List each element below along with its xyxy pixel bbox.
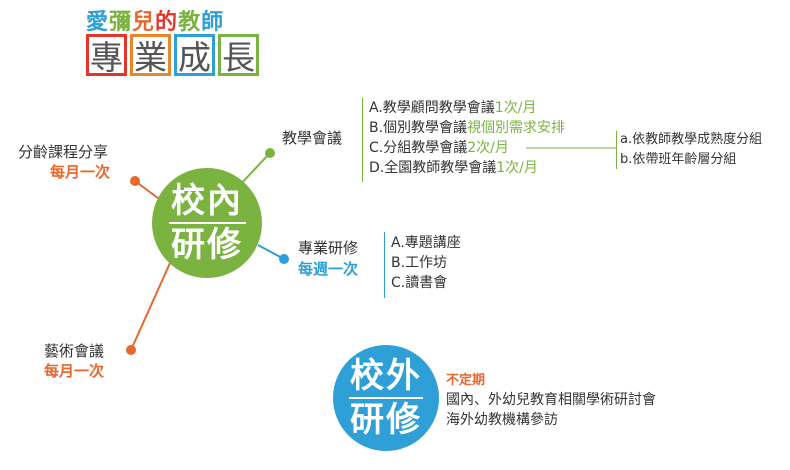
outer-info-item-1: 國內、外幼兒教育相關學術研討會	[446, 392, 656, 408]
art-meeting-label: 藝術會議	[44, 342, 105, 360]
teaching-meeting-item-a: A.教學顧問教學會議1次/月	[369, 100, 537, 116]
teaching-meeting-label: 教學會議	[282, 129, 343, 147]
teaching-meeting-item-d: D.全園教師教學會議1次/月	[369, 160, 538, 176]
age-sharing-freq: 每月一次	[50, 163, 111, 181]
inner-study-circle: 校內 研修	[152, 168, 262, 278]
outer-study-circle: 校外 研修	[333, 345, 439, 451]
outer-info-freq: 不定期	[446, 373, 486, 388]
professional-study-item-b: B.工作坊	[391, 255, 448, 271]
age-sharing-label: 分齡課程分享	[18, 143, 109, 161]
outer-circle-rule	[348, 397, 424, 399]
teaching-meeting-list: A.教學顧問教學會議1次/月 B.個別教學會議視個別需求安排 C.分組教學會議2…	[369, 98, 565, 178]
node-dot-age-sharing	[130, 176, 140, 186]
header-box-3: 成	[174, 34, 215, 77]
professional-study-item-c: C.讀書會	[391, 275, 448, 291]
subgroup-item-a: a.依教師教學成熟度分組	[620, 132, 763, 147]
professional-study-item-a: A.專題講座	[391, 235, 461, 251]
header-box-2: 業	[130, 34, 171, 77]
professional-study-freq: 每週一次	[298, 260, 359, 278]
art-meeting-freq: 每月一次	[44, 362, 105, 380]
node-dot-professional-study	[279, 254, 289, 264]
subgroup-item-b: b.依帶班年齡層分組	[620, 152, 737, 167]
outer-circle-line2: 研修	[350, 400, 422, 440]
teaching-meeting-item-b: B.個別教學會議視個別需求安排	[369, 120, 566, 136]
connector-art-meeting	[130, 262, 171, 351]
outer-info: 不定期 國內、外幼兒教育相關學術研討會 海外幼教機構參訪	[446, 372, 656, 430]
teaching-meeting-item-c: C.分組教學會議2次/月	[369, 140, 509, 156]
inner-circle-rule	[168, 222, 246, 224]
outer-circle-line1: 校外	[350, 356, 422, 396]
header-title: 愛彌兒的教師	[86, 4, 224, 36]
professional-study-label: 專業研修	[298, 239, 359, 257]
inner-circle-line2: 研修	[171, 225, 243, 265]
header-boxes: 專 業 成 長	[86, 34, 262, 77]
professional-study-bar	[384, 232, 385, 298]
professional-study-list: A.專題講座 B.工作坊 C.讀書會	[391, 233, 461, 293]
header-char-3: 兒	[132, 10, 156, 35]
header-box-4: 長	[218, 34, 259, 77]
header-char-6: 師	[201, 10, 225, 35]
node-dot-art-meeting	[126, 345, 136, 355]
node-dot-teaching-meeting	[265, 148, 275, 158]
outer-info-item-2: 海外幼教機構參訪	[446, 412, 558, 428]
header-char-1: 愛	[86, 10, 110, 35]
subgroup-list: a.依教師教學成熟度分組 b.依帶班年齡層分組	[620, 130, 762, 170]
subgroup-bar	[616, 131, 617, 169]
header-char-4: 的	[155, 10, 179, 35]
header-box-1: 專	[86, 34, 127, 77]
header-char-5: 教	[178, 10, 202, 35]
header-char-2: 彌	[109, 10, 133, 35]
teaching-meeting-bar	[362, 98, 363, 182]
inner-circle-line1: 校內	[171, 181, 243, 221]
